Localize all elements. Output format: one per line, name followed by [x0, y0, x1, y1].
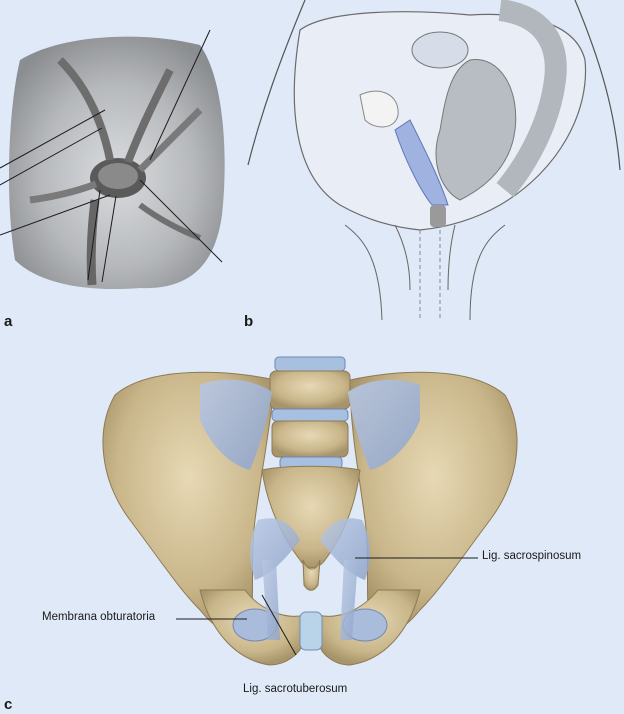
- retractor-upper-right: [124, 68, 174, 164]
- pelvic-floor-outline: [394, 224, 456, 291]
- retractor-upper-left: [57, 57, 114, 161]
- vaginal-stump: [430, 205, 446, 227]
- sigmoid-colon: [435, 59, 517, 201]
- label-obturatoria: Membrana obturatoria: [42, 611, 156, 623]
- label-sacrospinosum: Lig. sacrospinosum: [482, 550, 582, 562]
- vertebra-l5: [271, 420, 349, 458]
- disc-l4: [274, 356, 346, 372]
- panel-c-illustration: [102, 356, 518, 666]
- retractor-right: [137, 107, 203, 173]
- pubic-symphysis: [299, 611, 323, 651]
- leader-sacrotuberosum: [261, 594, 297, 656]
- vertebra-l4: [269, 370, 351, 410]
- panel-letter-a: a: [4, 313, 13, 330]
- dashed-lines: [419, 230, 441, 320]
- torso-outline-right: [574, 0, 621, 171]
- panel-letter-c: c: [4, 696, 13, 713]
- mesh-strip: [394, 119, 449, 206]
- panel-b-illustration: [247, 0, 621, 321]
- panel-a-leader-lines: [0, 29, 223, 283]
- retractor-lower-right: [138, 202, 202, 241]
- vaginal-cuff: [98, 163, 138, 189]
- panel-letter-b: b: [244, 313, 254, 330]
- uterus-shape: [359, 90, 399, 128]
- label-sacrotuberosum: Lig. sacrotuberosum: [243, 683, 348, 695]
- retractor-lower: [86, 199, 100, 286]
- iliolumbar-ligament-left: [200, 379, 272, 470]
- colon-loop: [496, 0, 567, 198]
- leg-outline: [344, 224, 506, 321]
- disc-l5: [271, 408, 349, 422]
- retractor-left: [29, 180, 98, 204]
- sacrotuberous-ligament-right: [340, 560, 358, 640]
- bladder-shape: [411, 31, 469, 69]
- coccyx: [302, 559, 321, 591]
- panel-a-illustration: [0, 29, 225, 290]
- iliolumbar-ligament-right: [348, 379, 420, 470]
- torso-outline-left: [247, 0, 306, 166]
- sacrotuberous-ligament-left: [262, 560, 280, 640]
